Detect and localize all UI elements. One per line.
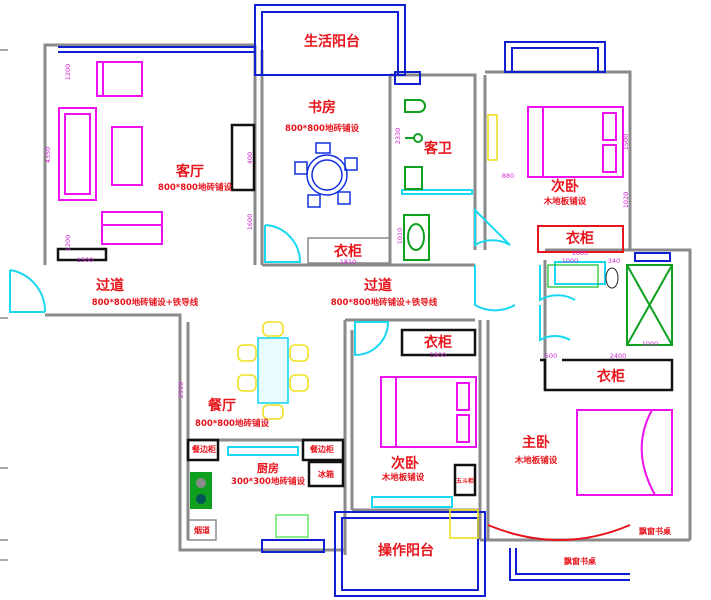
dim-living-b: 4350 xyxy=(44,147,52,164)
dim-living-d: 1500 xyxy=(77,256,94,264)
label-bay-desk-top: 飘窗书桌 xyxy=(639,526,672,536)
label-master-floor: 木地板铺设 xyxy=(514,455,558,466)
label-corridor-left-floor: 800*800地砖铺设+铁导线 xyxy=(92,297,199,308)
kitchen-fixtures xyxy=(186,438,345,541)
label-living: 客厅 xyxy=(175,163,204,180)
label-sideboard-left: 餐边柜 xyxy=(191,444,216,454)
dim-shower: 1000 xyxy=(642,340,659,348)
label-dining-floor: 800*800地砖铺设 xyxy=(195,418,269,429)
label-wardrobe-bed2-top: 衣柜 xyxy=(566,230,594,247)
bedroom2-bottom-wardrobe xyxy=(400,328,477,357)
label-living-balcony: 生活阳台 xyxy=(304,33,360,50)
dim-living-c: 1200 xyxy=(64,235,72,252)
label-flue: 烟道 xyxy=(194,525,210,535)
dim-study-a: 400 xyxy=(246,152,254,164)
dim-wardrobe-a: 1800 xyxy=(430,351,447,359)
label-bay-desk-bottom: 飘窗书桌 xyxy=(564,556,597,566)
chest-of-drawers xyxy=(453,463,477,497)
label-bedroom2-top-floor: 木地板铺设 xyxy=(543,196,587,207)
study-wardrobe xyxy=(307,237,391,264)
windows xyxy=(58,4,671,597)
dim-bed2-b: 1500 xyxy=(622,134,630,151)
shower xyxy=(626,264,673,346)
label-study-floor: 800*800地砖铺设 xyxy=(285,123,359,134)
dim-study-c: 1810 xyxy=(340,258,357,266)
label-study: 书房 xyxy=(308,99,336,116)
dim-living-a: 1200 xyxy=(64,64,72,81)
dim-bath2-a: 1000 xyxy=(562,257,579,265)
label-wardrobe-bed2-bottom: 衣柜 xyxy=(424,334,452,351)
bedroom2-top-wardrobe xyxy=(537,225,624,253)
label-bedroom2-top: 次卧 xyxy=(551,178,579,195)
dim-bath-a: 1010 xyxy=(396,228,404,245)
master-bed xyxy=(576,409,673,496)
living-sofas xyxy=(58,61,163,245)
dim-study-d: 2330 xyxy=(394,128,402,145)
label-work-balcony: 操作阳台 xyxy=(378,542,434,559)
sink xyxy=(547,264,599,288)
label-bedroom2-bottom: 次卧 xyxy=(391,455,419,472)
dining-table xyxy=(237,321,309,420)
dim-bath2-b: 340 xyxy=(608,257,620,265)
label-fridge: 冰箱 xyxy=(318,469,334,479)
tv-stand xyxy=(56,247,108,262)
label-guest-bath: 客卫 xyxy=(423,140,452,157)
label-wardrobe-study: 衣柜 xyxy=(334,243,362,260)
dim-bed2-a: 880 xyxy=(502,172,514,180)
bedroom2-bottom-bed xyxy=(380,376,477,448)
dim-bed2-c: 1020 xyxy=(622,192,630,209)
label-corridor-right-floor: 800*800地砖铺设+铁导线 xyxy=(331,297,438,308)
guest-bath-fixtures xyxy=(403,99,430,261)
bedroom2-top-desk xyxy=(487,114,498,161)
label-living-floor: 800*800地砖铺设 xyxy=(158,182,232,193)
doors xyxy=(9,189,606,508)
label-bedroom2-bottom-floor: 木地板铺设 xyxy=(381,472,425,483)
balcony-cabinet xyxy=(449,509,479,539)
label-corridor-left: 过道 xyxy=(96,277,124,294)
label-kitchen-floor: 300*300地砖铺设 xyxy=(231,476,305,487)
tv-cabinet xyxy=(230,123,256,192)
bedroom2-top-bed xyxy=(527,106,624,178)
study-round-table xyxy=(294,142,358,208)
master-wardrobe xyxy=(540,358,674,392)
dim-study-b: 1600 xyxy=(246,214,254,231)
dim-bed2-d: 1600 xyxy=(572,249,589,257)
room-labels: 生活阳台 书房 800*800地砖铺设 客厅 800*800地砖铺设 客卫 次卧… xyxy=(92,33,672,566)
toilet xyxy=(605,267,619,289)
dimension-labels: 1200 4350 1200 1500 400 1600 1810 2330 1… xyxy=(44,64,658,399)
label-corridor-right: 过道 xyxy=(364,277,392,294)
label-master: 主卧 xyxy=(522,434,550,451)
margin-ticks xyxy=(0,49,8,561)
dim-master-a: 500 xyxy=(545,352,557,360)
label-dining: 餐厅 xyxy=(207,397,236,414)
bay-window-desk xyxy=(487,524,631,541)
dim-master-b: 2400 xyxy=(610,352,627,360)
dim-dining-a: 2510 xyxy=(177,382,185,399)
label-kitchen: 厨房 xyxy=(257,461,279,475)
label-sideboard-right: 餐边柜 xyxy=(309,444,334,454)
label-wardrobe-master: 衣柜 xyxy=(597,368,625,385)
label-chest: 五斗柜 xyxy=(456,477,474,485)
